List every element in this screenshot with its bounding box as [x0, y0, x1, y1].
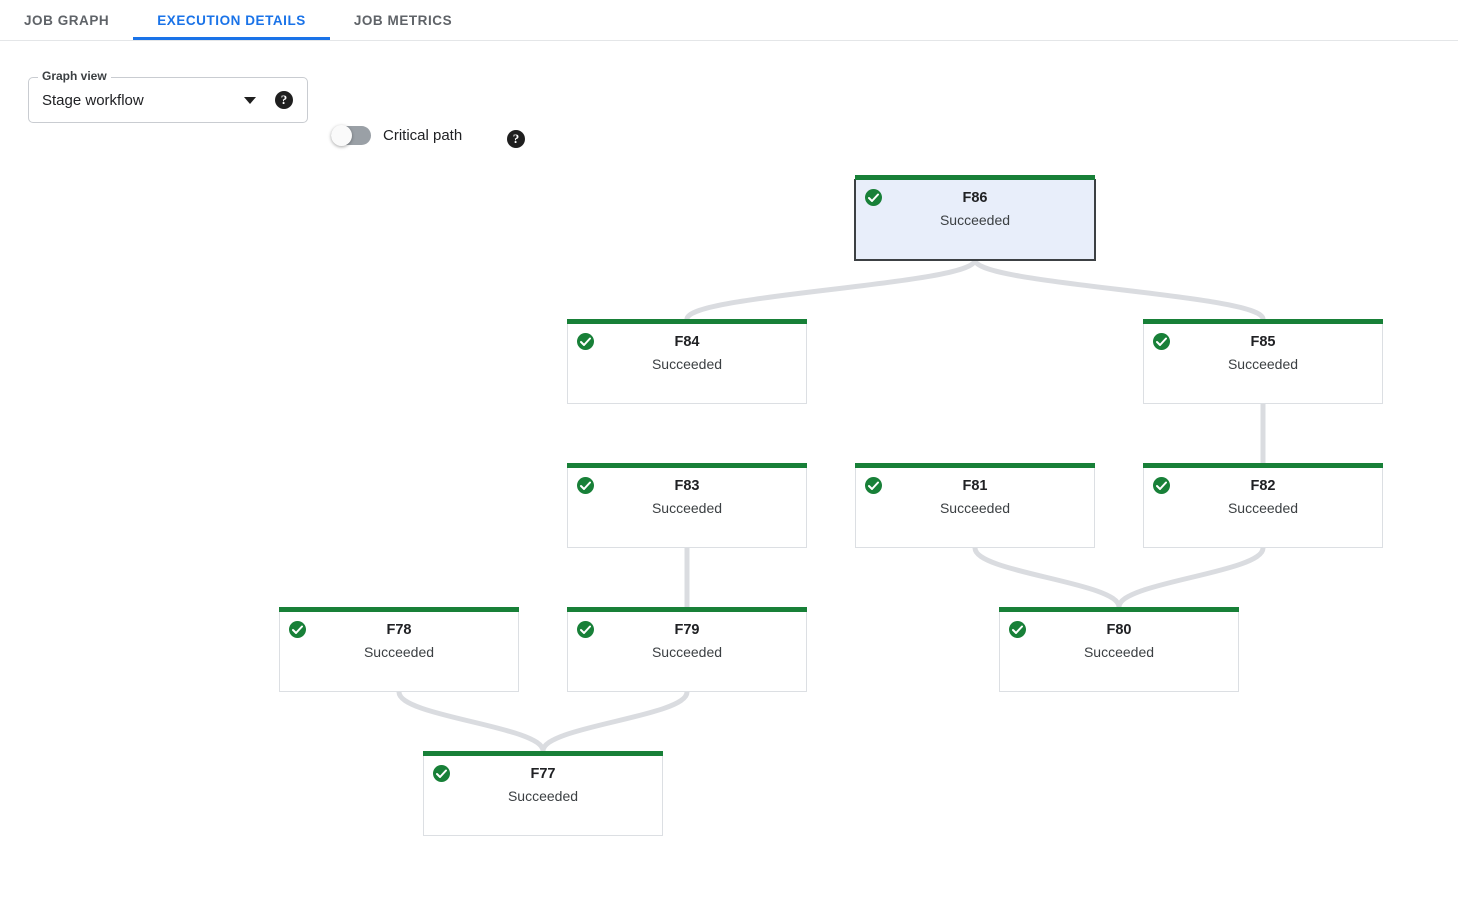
node-status-bar: [423, 751, 663, 756]
node-status-label: Succeeded: [363, 644, 435, 660]
check-circle-icon: [1009, 621, 1026, 638]
check-circle-icon: [577, 621, 594, 638]
node-title: F77: [530, 766, 556, 782]
check-circle-icon: [577, 477, 594, 494]
node-title: F80: [1106, 622, 1132, 638]
node-status-bar: [279, 607, 519, 612]
graph-edge-f86-f85: [972, 257, 1266, 322]
node-title: F78: [386, 622, 412, 638]
node-status-bar: [1143, 463, 1383, 468]
node-status-bar: [855, 175, 1095, 180]
node-status-bar: [567, 607, 807, 612]
graph-view-select[interactable]: Graph view Stage workflow: [28, 69, 308, 123]
node-status-bar: [999, 607, 1239, 612]
tab-bar: JOB GRAPH EXECUTION DETAILS JOB METRICS: [0, 0, 1458, 41]
node-title: F82: [1250, 478, 1276, 494]
graph-view-help-icon[interactable]: ?: [275, 91, 293, 109]
critical-path-label: Critical path: [383, 127, 463, 144]
check-circle-icon: [1153, 477, 1170, 494]
graph-view-label: Graph view: [38, 69, 111, 83]
graph-edge-f81-f80: [972, 545, 1122, 610]
node-status-label: Succeeded: [1227, 356, 1299, 372]
check-circle-icon: [1153, 333, 1170, 350]
check-circle-icon: [865, 189, 882, 206]
critical-path-toggle[interactable]: [331, 125, 371, 146]
node-status-label: Succeeded: [651, 356, 723, 372]
tab-label: EXECUTION DETAILS: [157, 12, 306, 28]
node-title: F86: [962, 190, 988, 206]
graph-edge-f82-f80: [1116, 545, 1266, 610]
graph-toolbar: Graph view Stage workflow ? Critical pat…: [0, 41, 1458, 148]
check-circle-icon: [289, 621, 306, 638]
check-circle-icon: [577, 333, 594, 350]
toggle-thumb: [331, 125, 352, 146]
node-title: F79: [674, 622, 700, 638]
node-status-label: Succeeded: [1227, 500, 1299, 516]
node-status-label: Succeeded: [651, 500, 723, 516]
node-status-label: Succeeded: [1083, 644, 1155, 660]
node-status-label: Succeeded: [939, 212, 1011, 228]
check-circle-icon: [433, 765, 450, 782]
node-title: F83: [674, 478, 700, 494]
node-title: F85: [1250, 334, 1276, 350]
critical-path-toggle-group: Critical path: [331, 125, 463, 146]
node-status-bar: [1143, 319, 1383, 324]
tab-execution-details[interactable]: EXECUTION DETAILS: [133, 0, 330, 40]
node-status-bar: [567, 463, 807, 468]
graph-view-value: Stage workflow: [42, 91, 144, 109]
critical-path-help-icon[interactable]: ?: [507, 130, 525, 148]
tab-label: JOB METRICS: [353, 12, 453, 28]
node-status-label: Succeeded: [939, 500, 1011, 516]
node-status-bar: [855, 463, 1095, 468]
graph-edge-f86-f84: [684, 257, 978, 322]
graph-view-select-field[interactable]: [28, 77, 308, 123]
tab-job-graph[interactable]: JOB GRAPH: [0, 0, 133, 40]
tab-job-metrics[interactable]: JOB METRICS: [330, 0, 476, 40]
check-circle-icon: [865, 477, 882, 494]
node-status-label: Succeeded: [651, 644, 723, 660]
node-title: F81: [962, 478, 988, 494]
tab-label: JOB GRAPH: [24, 12, 110, 28]
graph-edge-f79-f77: [540, 689, 690, 754]
node-status-label: Succeeded: [507, 788, 579, 804]
chevron-down-icon[interactable]: [244, 97, 256, 104]
node-status-bar: [567, 319, 807, 324]
graph-edge-f78-f77: [396, 689, 546, 754]
node-title: F84: [674, 334, 700, 350]
